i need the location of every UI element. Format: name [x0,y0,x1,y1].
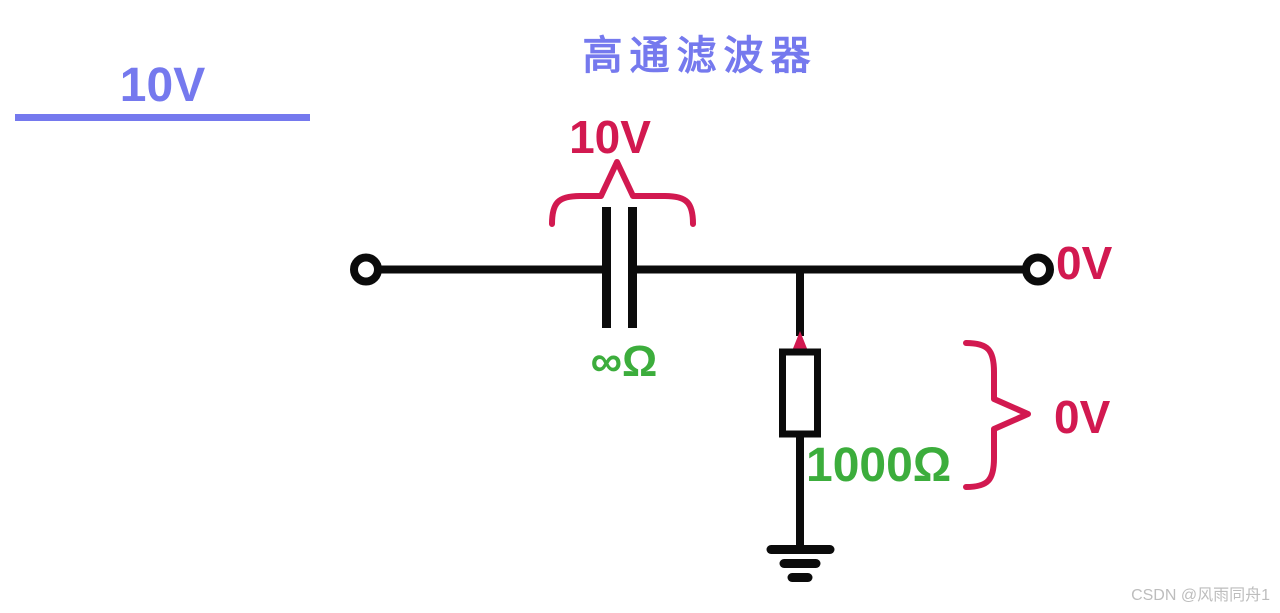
watermark: CSDN @风雨同舟1 [1131,587,1270,604]
capacitor-icon [602,207,637,328]
capacitor-brace-icon [549,159,696,227]
ground-icon [766,545,835,582]
resistor-voltage-label: 0V [1054,391,1111,443]
resistor-brace-icon [963,340,1031,490]
current-arrow-icon [792,331,808,351]
resistor-icon [779,348,821,438]
resistor-value-label: 1000Ω [806,439,952,492]
source-voltage-label: 10V [119,59,206,112]
capacitor-voltage-label: 10V [569,111,651,163]
output-terminal-icon [1022,253,1054,286]
page-title: 高通滤波器 [582,34,818,78]
input-terminal-icon [350,253,382,286]
source-underline [15,114,310,121]
output-voltage-label: 0V [1056,237,1113,289]
capacitor-impedance-label: ∞Ω [590,337,658,386]
